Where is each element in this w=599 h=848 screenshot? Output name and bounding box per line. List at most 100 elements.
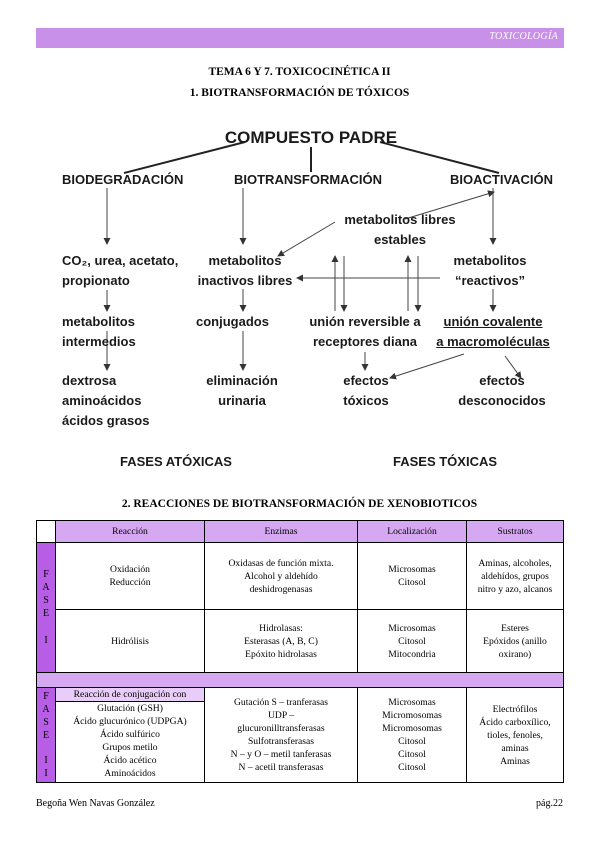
section1-title: 1. BIOTRANSFORMACIÓN DE TÓXICOS bbox=[189, 87, 410, 99]
row1-enzimas: Oxidasas de función mixta. Alcohol y ald… bbox=[204, 542, 358, 610]
cell-line: deshidrogenasas bbox=[249, 583, 313, 595]
cell-line: tioles, fenoles, bbox=[487, 729, 543, 741]
cell-line: nitro y azo, alcanos bbox=[477, 583, 553, 595]
row2-sustratos: Esteres Epóxidos (anillo oxirano) bbox=[466, 609, 564, 673]
elim-node: eliminación urinaria bbox=[192, 371, 292, 411]
row1-localizacion: Microsomas Citosol bbox=[357, 542, 467, 610]
fase2-char bbox=[39, 742, 53, 754]
conj-node: conjugados bbox=[196, 314, 269, 329]
cov-line-1: unión covalente bbox=[443, 314, 543, 329]
cell-line: Mitocondria bbox=[388, 648, 436, 660]
root-node: COMPUESTO PADRE bbox=[224, 128, 398, 147]
table-row: Hidrólisis Hidrolasas: Esterasas (A, B, … bbox=[37, 609, 564, 673]
fase1-char: I bbox=[44, 635, 48, 646]
fase1-char bbox=[39, 620, 53, 634]
arrow-cov-efx bbox=[389, 353, 465, 380]
dext-node: dextrosa aminoácidos ácidos grasos bbox=[62, 371, 149, 431]
cell-line: Epóxito hidrolasas bbox=[245, 648, 317, 660]
row2-reaccion: Hidrólisis bbox=[55, 609, 205, 673]
cell-line: oxirano) bbox=[498, 648, 532, 660]
rev-node: unión reversible a receptores diana bbox=[300, 312, 430, 352]
cell-line: Microsomas bbox=[388, 564, 436, 575]
cell-line: Microsomas bbox=[388, 622, 436, 634]
fase2-char: I bbox=[44, 768, 48, 779]
fases-atoxicas-label: FASES ATÓXICAS bbox=[120, 454, 232, 469]
row2-localizacion: Microsomas Citosol Mitocondria bbox=[357, 609, 467, 673]
cell-line: Ácido glucurónico (UDPGA) bbox=[73, 716, 187, 727]
cell-line: Grupos metilo bbox=[102, 742, 158, 753]
reactions-table: Reacción Enzimas Localización Sustratos … bbox=[36, 520, 564, 783]
inact-line-1: metabolitos bbox=[208, 253, 282, 268]
row3-localizacion: Microsomas Micromosomas Micromosomas Cit… bbox=[357, 687, 467, 783]
main-title: TEMA 6 Y 7. TOXICOCINÉTICA II bbox=[208, 66, 391, 78]
interm-node: metabolitos intermedios bbox=[62, 312, 136, 352]
table-row: F A S E I I Reacción de conjugación con … bbox=[36, 687, 564, 783]
cell-line: Alcohol y aldehído bbox=[244, 570, 318, 582]
efx-line-1: efectos bbox=[343, 373, 389, 388]
fase-ii-label: F A S E I I bbox=[36, 687, 56, 783]
header-sustratos: Sustratos bbox=[466, 520, 564, 543]
cov-line-2: a macromoléculas bbox=[436, 334, 550, 349]
cell-line: Citosol bbox=[398, 749, 426, 760]
cell-line: Micromosomas bbox=[382, 710, 442, 721]
fase2-char: F bbox=[43, 691, 49, 702]
elim-line-2: urinaria bbox=[218, 393, 266, 408]
rev-line-1: unión reversible a bbox=[309, 314, 421, 329]
cell-line: Oxidasas de función mixta. bbox=[228, 557, 334, 569]
arrow-cov-efd bbox=[504, 355, 522, 379]
table-header-row: Reacción Enzimas Localización Sustratos bbox=[36, 520, 564, 543]
bioact-node: BIOACTIVACIÓN bbox=[450, 172, 554, 187]
fase1-char: A bbox=[42, 582, 50, 593]
biotrans-node: BIOTRANSFORMACIÓN bbox=[234, 172, 383, 187]
cell-line: Citosol bbox=[398, 635, 426, 647]
line-root-biodeg bbox=[123, 141, 246, 174]
cell-line: aminas bbox=[501, 742, 529, 754]
row3-enzimas: Gutación S – tranferasas UDP – glucuroni… bbox=[204, 687, 358, 783]
row3-sustratos: Electrófilos Ácido carboxílico, tioles, … bbox=[466, 687, 564, 783]
arrow-stable-inact bbox=[277, 221, 336, 257]
stable-node: metabolitos libres estables bbox=[330, 210, 470, 250]
cell-line: Micromosomas bbox=[382, 723, 442, 734]
efd-line-2: desconocidos bbox=[458, 393, 546, 408]
cell-line: Gutación S – tranferasas bbox=[233, 697, 329, 708]
fase1-char: F bbox=[43, 569, 49, 580]
cell-line: Glutación (GSH) bbox=[97, 703, 163, 714]
fase2-char: I bbox=[44, 755, 48, 766]
interm-line-2: intermedios bbox=[62, 334, 136, 349]
row1-reaccion: Oxidación Reducción bbox=[55, 542, 205, 610]
header-tag: TOXICOLOGÍA bbox=[489, 31, 558, 42]
cov-node: unión covalente a macromoléculas bbox=[428, 312, 558, 352]
fase2-char: E bbox=[42, 730, 50, 741]
footer-author: Begoña Wen Navas González bbox=[36, 798, 155, 809]
line-root-bioact bbox=[379, 141, 500, 174]
cell-line: Microsomas bbox=[388, 697, 436, 708]
separator-cell bbox=[36, 672, 564, 688]
row2-enzimas: Hidrolasas: Esterasas (A, B, C) Epóxito … bbox=[204, 609, 358, 673]
cell-line: Ácido acético bbox=[103, 755, 157, 766]
co2-node: CO₂, urea, acetato, propionato bbox=[62, 251, 178, 291]
header-corner bbox=[36, 520, 56, 543]
elim-line-1: eliminación bbox=[206, 373, 278, 388]
react-line-2: “reactivos” bbox=[454, 273, 526, 288]
fase1-char: S bbox=[43, 595, 49, 606]
row3-reaccion: Reacción de conjugación con Glutación (G… bbox=[55, 687, 205, 783]
row1-sustratos: Aminas, alcoholes, aldehídos, grupos nit… bbox=[466, 542, 564, 610]
table-separator bbox=[36, 672, 564, 688]
fase2-char: A bbox=[42, 704, 50, 715]
cell-line: Citosol bbox=[398, 762, 426, 773]
cell-line: Ácido sulfúrico bbox=[100, 729, 160, 740]
arrow-stable-bioact bbox=[404, 190, 495, 220]
dext-line-3: ácidos grasos bbox=[62, 413, 150, 428]
inact-node: metabolitos inactivos libres bbox=[190, 251, 300, 291]
cell-line: Citosol bbox=[398, 577, 426, 588]
cell-line: Citosol bbox=[398, 736, 426, 747]
fase-i-label: F A S E I bbox=[36, 542, 56, 673]
cell-line: Hidrolasas: bbox=[259, 622, 303, 634]
conjugation-header: Reacción de conjugación con bbox=[56, 688, 204, 702]
dext-line-1: dextrosa bbox=[62, 373, 117, 388]
header-localizacion: Localización bbox=[357, 520, 467, 543]
table-row: F A S E I Oxidación Reducción Oxidasas d… bbox=[36, 542, 564, 673]
cell-line: Electrófilos bbox=[492, 703, 538, 715]
cell-line: aldehídos, grupos bbox=[481, 570, 549, 582]
